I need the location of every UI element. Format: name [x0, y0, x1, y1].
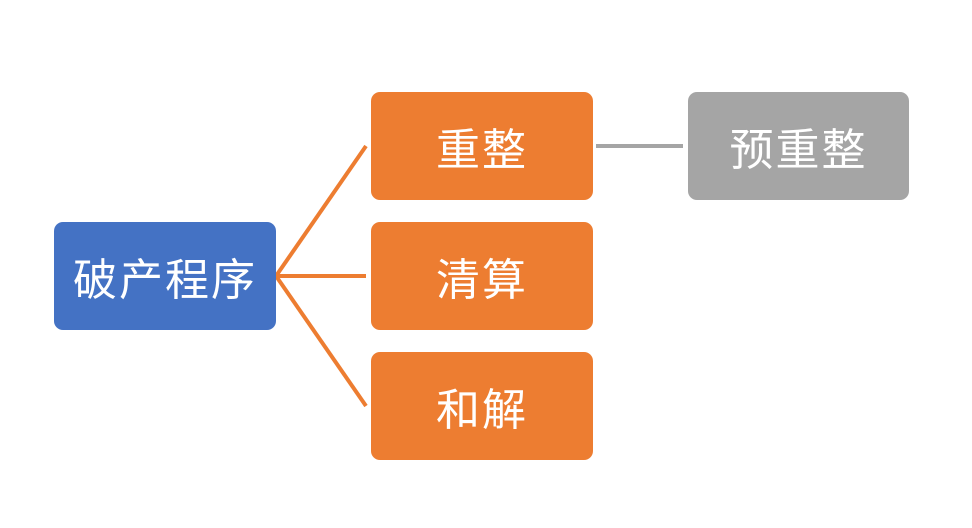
grandchild-node-yuchongzheng: 预重整: [688, 92, 909, 200]
child-node-label: 清算: [436, 255, 528, 306]
child-node-qingsuan: 清算: [371, 222, 593, 330]
child-node-label: 重整: [436, 125, 528, 176]
connector-root-to-hejie: [274, 274, 368, 408]
grandchild-node-label: 预重整: [729, 125, 868, 176]
root-node: 破产程序: [54, 222, 276, 330]
root-node-label: 破产程序: [73, 255, 257, 306]
child-node-label: 和解: [436, 385, 528, 436]
child-node-chongzheng: 重整: [371, 92, 593, 200]
connector-root-to-chongzheng: [274, 144, 368, 278]
child-node-hejie: 和解: [371, 352, 593, 460]
